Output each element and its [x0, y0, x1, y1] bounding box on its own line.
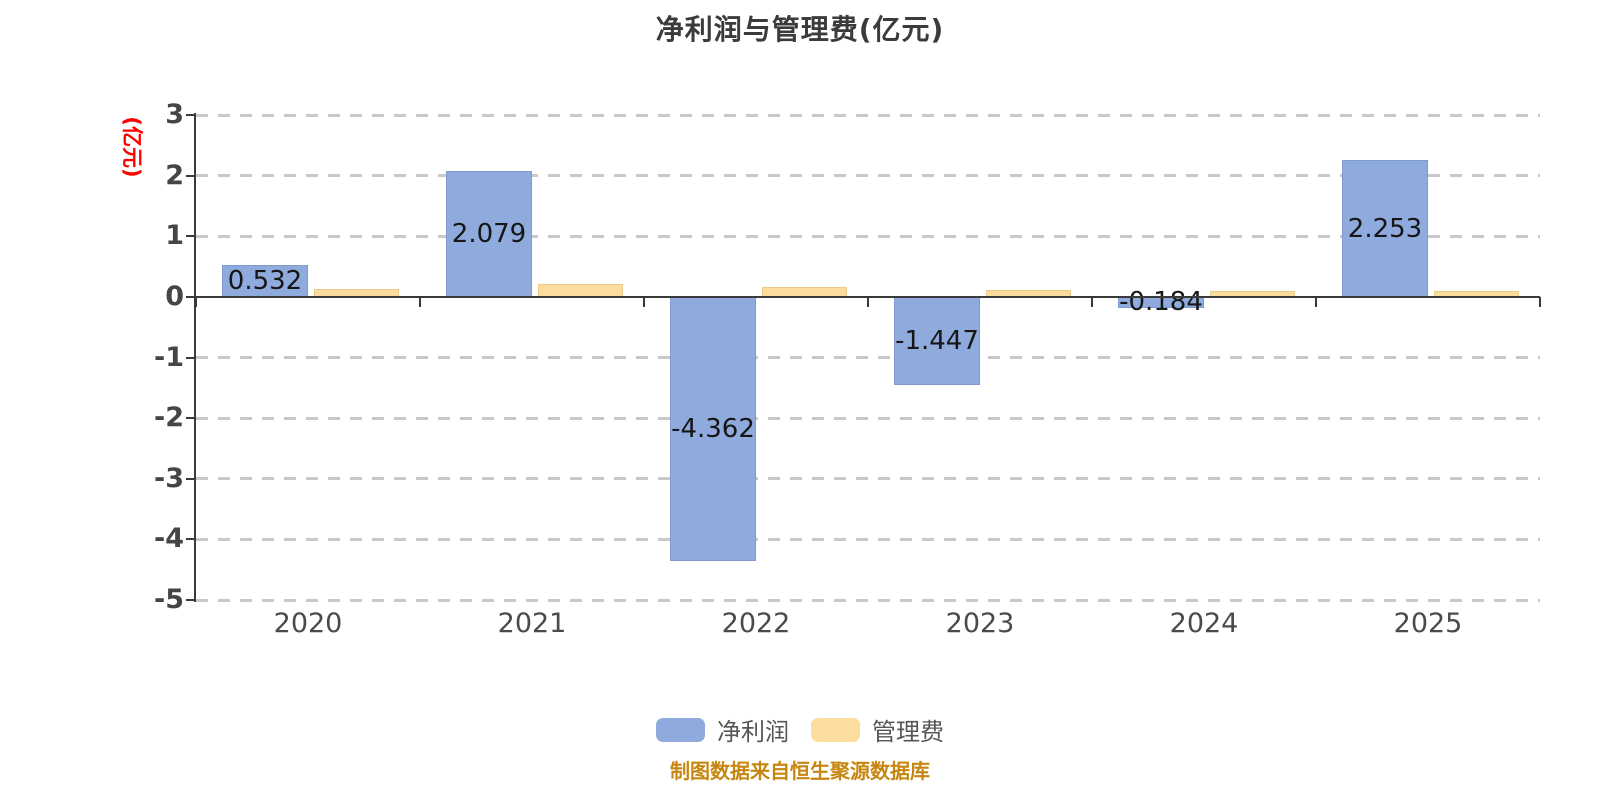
bar-value-label: 2.253 — [1347, 213, 1423, 244]
x-tick-mark — [419, 296, 421, 307]
legend: 净利润 管理费 — [0, 712, 1600, 747]
legend-item-net-profit[interactable]: 净利润 — [656, 712, 789, 747]
y-tick-label: -3 — [154, 462, 184, 494]
legend-swatch-mgmt-fee — [811, 717, 860, 742]
x-tick-mark — [1091, 296, 1093, 307]
x-category-label: 2025 — [1393, 608, 1463, 639]
y-tick-mark — [186, 477, 196, 480]
y-tick-mark — [186, 417, 196, 420]
y-tick-mark — [186, 295, 196, 298]
bar-net-profit[interactable]: -4.362 — [670, 296, 756, 562]
chart-title: 净利润与管理费(亿元) — [655, 13, 945, 46]
y-tick-label: -2 — [154, 402, 184, 434]
legend-label: 管理费 — [872, 718, 944, 746]
y-tick-label: 3 — [165, 99, 184, 130]
bar-mgmt-fee[interactable] — [538, 283, 623, 297]
y-tick-mark — [186, 538, 196, 541]
y-tick-mark — [186, 114, 196, 116]
data-source-note: 制图数据来自恒生聚源数据库 — [670, 759, 930, 783]
y-axis-line — [194, 113, 196, 602]
y-tick-label: 1 — [165, 220, 184, 252]
y-tick-mark — [186, 174, 196, 177]
legend-item-mgmt-fee[interactable]: 管理费 — [811, 712, 944, 747]
y-tick-label: 2 — [165, 159, 184, 191]
gridline — [196, 174, 1540, 178]
bar-value-label: -4.362 — [671, 414, 755, 445]
gridline — [196, 234, 1540, 238]
x-category-label: 2021 — [497, 608, 567, 639]
gridline — [196, 416, 1540, 420]
y-tick-label: -1 — [154, 341, 184, 373]
y-tick-label: -5 — [154, 584, 184, 615]
x-tick-mark — [195, 296, 197, 307]
x-tick-mark — [867, 296, 869, 307]
y-tick-mark — [186, 599, 196, 601]
bar-value-label: -1.447 — [895, 325, 979, 356]
gridline — [196, 113, 1540, 117]
gridline — [196, 356, 1540, 359]
bar-value-label: -0.184 — [1119, 287, 1203, 318]
bar-net-profit[interactable]: 2.253 — [1342, 160, 1428, 297]
y-tick-label: -4 — [154, 523, 184, 555]
bar-value-label: 2.079 — [451, 218, 527, 249]
x-category-label: 2023 — [945, 608, 1015, 639]
x-category-label: 2020 — [273, 608, 343, 639]
bar-net-profit[interactable]: -1.447 — [894, 296, 980, 385]
x-tick-mark — [1539, 296, 1541, 307]
bar-value-label: 0.532 — [227, 265, 303, 296]
legend-swatch-net-profit — [656, 717, 705, 742]
x-category-label: 2024 — [1169, 608, 1239, 639]
y-tick-mark — [186, 356, 196, 359]
gridline — [196, 537, 1540, 541]
bar-net-profit[interactable]: -0.184 — [1118, 289, 1204, 315]
gridline — [196, 598, 1540, 602]
x-tick-mark — [1315, 296, 1317, 307]
x-tick-mark — [643, 296, 645, 307]
y-tick-mark — [186, 235, 196, 238]
x-category-label: 2022 — [721, 608, 791, 639]
legend-label: 净利润 — [717, 718, 789, 746]
bar-net-profit[interactable]: 0.532 — [222, 264, 308, 297]
bar-net-profit[interactable]: 2.079 — [446, 170, 532, 297]
gridline — [196, 477, 1540, 481]
y-tick-label: 0 — [165, 280, 184, 312]
